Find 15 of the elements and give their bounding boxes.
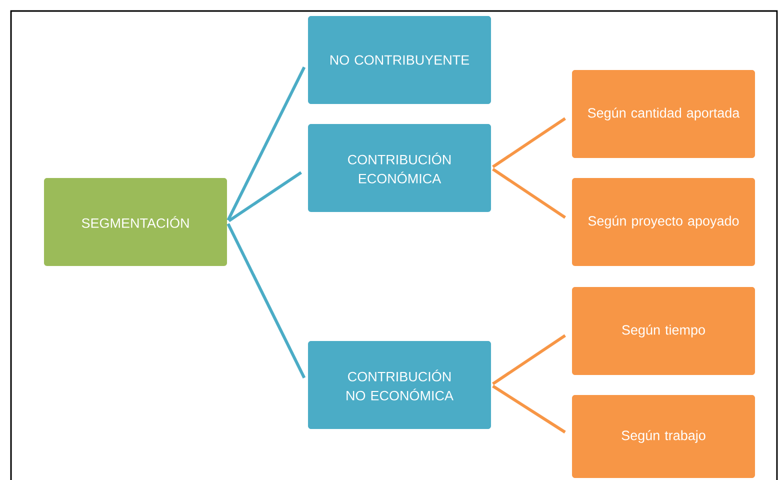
- connector-line: [492, 334, 566, 386]
- connector-line: [492, 117, 566, 168]
- subcategory-box: Según cantidad aportada: [572, 70, 755, 158]
- subcategory-box: Según trabajo: [572, 395, 755, 478]
- category-box: CONTRIBUCIÓN ECONÓMICA: [308, 124, 491, 212]
- connector-line: [228, 171, 302, 222]
- connector-line: [492, 168, 566, 219]
- category-box: CONTRIBUCIÓN NO ECONÓMICA: [308, 341, 491, 429]
- connector-line: [226, 223, 306, 378]
- category-box: SEGMENTACIÓN: [44, 178, 227, 266]
- connector-line: [226, 66, 306, 221]
- subcategory-box: Según tiempo: [572, 287, 755, 375]
- subcategory-box: Según proyecto apoyado: [572, 178, 755, 266]
- connector-line: [492, 384, 566, 434]
- category-box: NO CONTRIBUYENTE: [308, 16, 491, 104]
